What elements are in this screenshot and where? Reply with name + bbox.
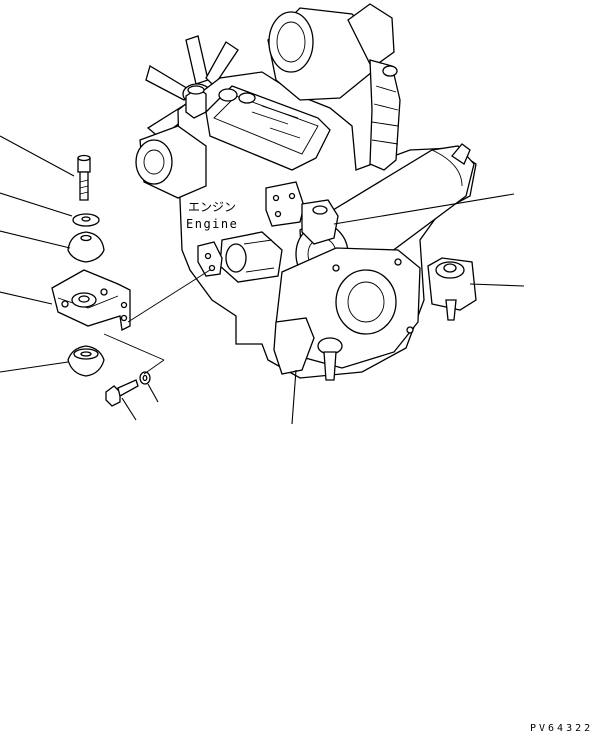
- rear-bottom-bracket: [273, 317, 343, 381]
- small-bolt: [105, 379, 139, 407]
- lower-rubber-cushion: [67, 345, 105, 377]
- engine-assembly: [135, 3, 477, 381]
- front-components: [135, 125, 283, 283]
- engine-label-japanese: エンジン: [188, 200, 236, 214]
- upper-rubber-cushion: [67, 231, 105, 263]
- front-mount-plate: [197, 241, 223, 277]
- air-cleaner: [267, 3, 401, 171]
- rocker-cover: [185, 85, 331, 171]
- small-washer: [139, 371, 151, 385]
- block-bracket: [265, 181, 305, 227]
- rear-engine-bracket: [301, 199, 339, 245]
- right-rubber-mount: [427, 257, 477, 321]
- leader-lines: [0, 135, 525, 425]
- mount-bracket: [51, 269, 131, 331]
- exploded-mount-parts: [51, 154, 211, 407]
- engine-label-english: Engine: [186, 217, 238, 231]
- flat-washer: [72, 213, 100, 227]
- mount-bolt: [77, 154, 91, 201]
- drawing-code: PV64322: [530, 723, 593, 734]
